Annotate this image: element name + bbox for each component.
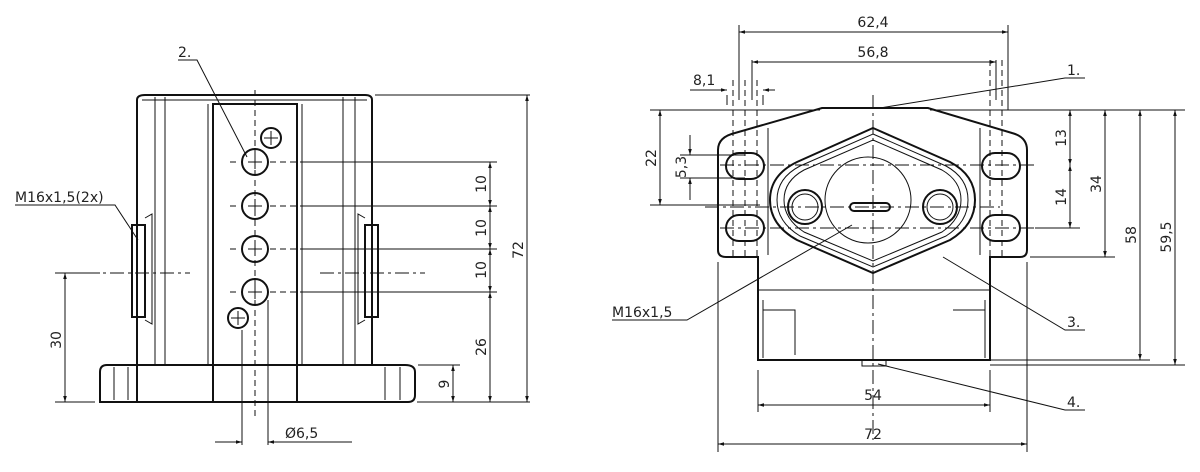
side-view: 1. 3. 4. M16x1,5 62,4 56,8 8,1 22 5,3 13…: [612, 15, 1185, 452]
dim-30: 30: [49, 331, 65, 349]
dim-56-8: 56,8: [857, 45, 888, 61]
left-port-boss: [131, 224, 146, 318]
thread-label-left: M16x1,5(2x): [15, 190, 104, 206]
item-4-leader: [877, 363, 1085, 411]
dim-5-3: 5,3: [674, 156, 690, 178]
dim-13: 13: [1054, 129, 1070, 147]
dim-22: 22: [644, 149, 660, 167]
dim-8-1: 8,1: [693, 73, 715, 89]
item-4-label: 4.: [1067, 395, 1080, 411]
thread-leader-right: [612, 224, 853, 321]
thread-label-right: M16x1,5: [612, 305, 672, 321]
dim-34: 34: [1089, 175, 1105, 193]
item-3-leader: [942, 256, 1085, 331]
item-2-leader: [178, 59, 248, 158]
housing-outline: [717, 107, 1028, 361]
item-1-label: 1.: [1067, 63, 1080, 79]
right-port-boss: [364, 224, 379, 318]
thread-leader: [15, 204, 139, 241]
dim-9: 9: [437, 380, 453, 389]
dim-62-4: 62,4: [857, 15, 888, 31]
item-1-leader: [879, 77, 1085, 109]
dim-10-b: 10: [474, 219, 490, 237]
dim-72-width: 72: [864, 427, 882, 443]
dim-26: 26: [474, 338, 490, 356]
dim-14: 14: [1054, 188, 1070, 206]
dim-58: 58: [1124, 226, 1140, 244]
dim-54: 54: [864, 388, 882, 404]
item-2-label: 2.: [178, 45, 191, 61]
item-3-label: 3.: [1067, 315, 1080, 331]
dim-diameter: Ø6,5: [285, 426, 318, 442]
front-view: 2. M16x1,5(2x) 10 10 10 26 72 30 9 Ø6,5: [15, 45, 530, 445]
base-plate: [99, 364, 416, 403]
dim-59-5: 59,5: [1159, 221, 1175, 252]
dim-10-a: 10: [474, 175, 490, 193]
dim-72-height: 72: [511, 241, 527, 259]
dim-10-c: 10: [474, 261, 490, 279]
port-holes: [227, 127, 300, 329]
center-port: [824, 156, 912, 244]
